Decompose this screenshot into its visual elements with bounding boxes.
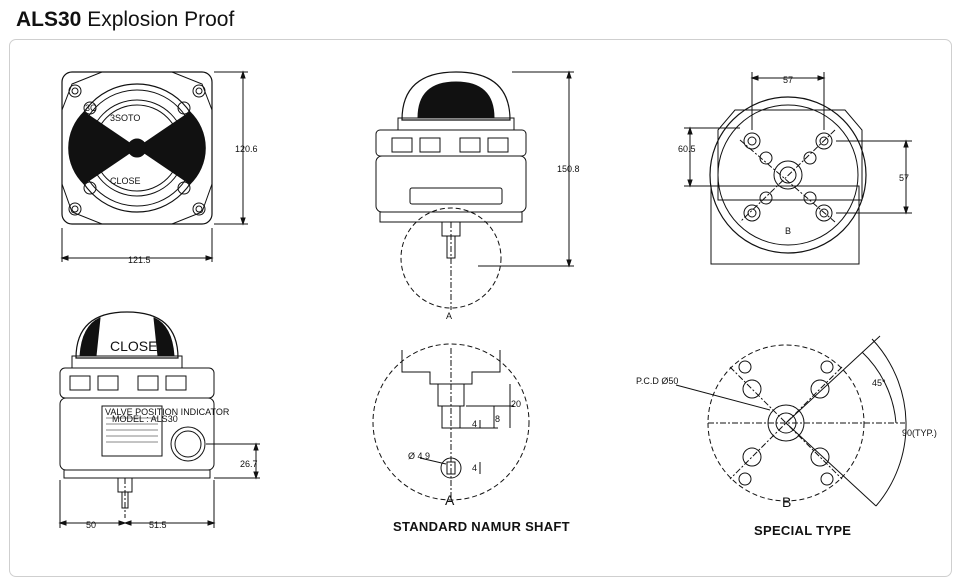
bottom-dim-horizontal: 57 <box>783 75 793 85</box>
front-dim-port: 26.7 <box>240 459 258 469</box>
top-corner-mark: 3C <box>85 103 97 113</box>
top-ring-text-bottom: CLOSE <box>110 176 141 186</box>
detail-b-label: B <box>782 494 791 510</box>
detail-a-label: A <box>445 492 455 508</box>
nameplate-title: VALVE POSITION INDICATOR <box>105 407 230 417</box>
front-view <box>58 311 260 528</box>
bottom-dim-vertical-right: 57 <box>899 173 909 183</box>
top-width-dim: 121.5 <box>128 255 151 265</box>
detail-a-dim-dia: Ø 4.9 <box>408 451 430 461</box>
front-dome-text: CLOSE <box>110 338 157 354</box>
detail-b-dim-angle-1: 45° <box>872 378 886 388</box>
detail-a-dim-1: 20 <box>511 399 521 409</box>
title-model: ALS30 <box>16 8 82 31</box>
page-title: ALS30 Explosion Proof <box>16 8 234 32</box>
detail-a-dim-2: 8 <box>495 414 500 424</box>
top-ring-text-top: 3SOTO <box>110 113 140 123</box>
detail-b-dim-angle-2: 90(TYP.) <box>902 428 937 438</box>
nameplate-model: MODEL : ALS30 <box>112 414 178 424</box>
detail-a-dim-3: 4 <box>472 419 477 429</box>
side-height-dim: 150.8 <box>557 164 580 174</box>
front-dim-right: 51.5 <box>149 520 167 530</box>
detail-a <box>372 343 530 501</box>
detail-a-dim-4: 4 <box>472 463 477 473</box>
bottom-dim-vertical-left: 60.5 <box>678 144 696 154</box>
side-section-label: A <box>446 311 452 321</box>
detail-b-caption: SPECIAL TYPE <box>754 523 851 538</box>
front-dim-left: 50 <box>86 520 96 530</box>
side-view <box>375 70 574 310</box>
title-subtitle: Explosion Proof <box>87 8 235 31</box>
detail-b <box>675 335 907 507</box>
detail-b-dim-pcd: P.C.D Ø50 <box>636 376 678 386</box>
bottom-view <box>684 72 912 265</box>
bottom-section-label: B <box>785 226 791 236</box>
detail-a-caption: STANDARD NAMUR SHAFT <box>393 519 570 534</box>
top-height-dim: 120.6 <box>235 144 258 154</box>
top-view <box>60 70 248 262</box>
